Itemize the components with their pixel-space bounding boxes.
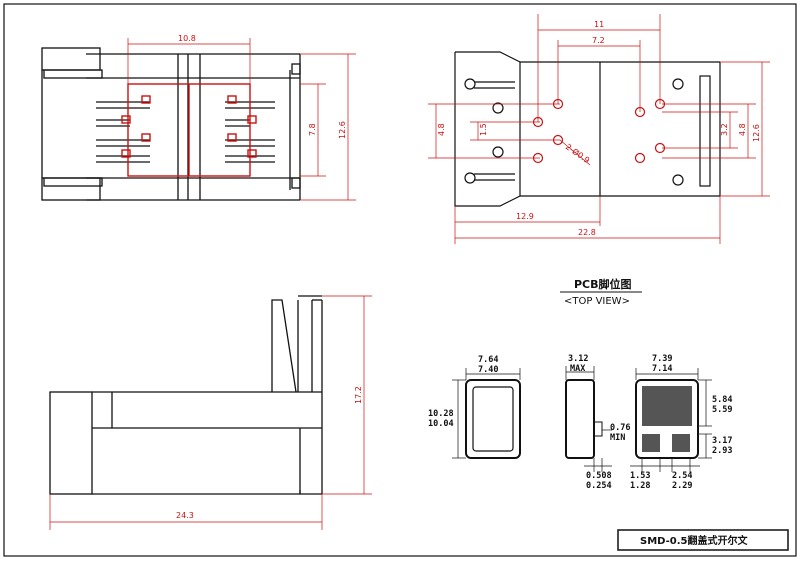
pad-small-left [642, 434, 660, 452]
dim-thick-label: MAX [570, 364, 585, 374]
dim-top-bottom-b: 22.8 [578, 228, 596, 237]
dim-pad-w-min: 7.14 [652, 364, 672, 374]
dim-pad-big-min: 5.59 [712, 405, 732, 415]
front-view [41, 47, 301, 201]
dim-top-pitch: 7.2 [592, 36, 605, 45]
package-pad-view [630, 368, 712, 472]
pad-large [642, 386, 692, 426]
dim-body-h-max: 10.28 [428, 409, 454, 419]
dim-top-left-h: 4.8 [437, 123, 446, 136]
front-view-dims [127, 38, 356, 201]
dim-top-hole: 2-Ø0.9 [564, 141, 592, 165]
dim-pad-sw-max: 1.53 [630, 471, 650, 481]
pcb-title: PCB脚位图 [574, 277, 632, 291]
dim-top-total-h: 12.6 [752, 124, 761, 142]
dim-body-w-max: 7.64 [478, 355, 498, 365]
top-view-holes [532, 98, 666, 164]
dim-top-inner: 3.2 [720, 123, 729, 136]
dim-pad-sw-min: 1.28 [630, 481, 650, 491]
dim-pad-big-max: 5.84 [712, 395, 732, 405]
package-body-view [452, 368, 521, 459]
dim-side-length: 24.3 [176, 511, 194, 520]
front-view-socket [121, 83, 257, 177]
sheet-border [3, 3, 797, 557]
dim-body-h-min: 10.04 [428, 419, 454, 429]
dim-top-bottom-a: 12.9 [516, 212, 534, 221]
dim-front-height: 12.6 [338, 121, 347, 139]
dim-lead-min-label: MIN [610, 433, 625, 443]
pad-small-right [672, 434, 690, 452]
dim-pad-gap-max: 2.54 [672, 471, 692, 481]
dim-body-w-min: 7.40 [478, 365, 498, 375]
top-view-label: <TOP VIEW> [564, 296, 630, 307]
dim-side-height: 17.2 [354, 386, 363, 404]
dim-front-inner: 7.8 [308, 123, 317, 136]
title-block [617, 529, 789, 551]
dim-lead-t-max: 0.508 [586, 471, 612, 481]
dim-lead-t-min: 0.254 [586, 481, 612, 491]
package-side-view [565, 366, 612, 472]
side-view-dims [49, 295, 372, 530]
dim-top-span: 11 [594, 20, 604, 29]
side-view [49, 295, 323, 495]
dim-top-pad: 1.5 [479, 123, 488, 136]
top-view [454, 51, 721, 207]
dim-thick-max: 3.12 [568, 354, 588, 364]
top-view-dims [428, 14, 770, 244]
dim-lead-min-val: 0.76 [610, 423, 630, 433]
dim-pad-w-max: 7.39 [652, 354, 672, 364]
dim-pad-small-max: 3.17 [712, 436, 732, 446]
part-name: SMD-0.5翻盖式开尔文 [640, 534, 749, 547]
dim-front-width: 10.8 [178, 34, 196, 43]
dim-pad-small-min: 2.93 [712, 446, 732, 456]
dim-pad-gap-min: 2.29 [672, 481, 692, 491]
dim-top-right-h: 4.8 [738, 123, 747, 136]
